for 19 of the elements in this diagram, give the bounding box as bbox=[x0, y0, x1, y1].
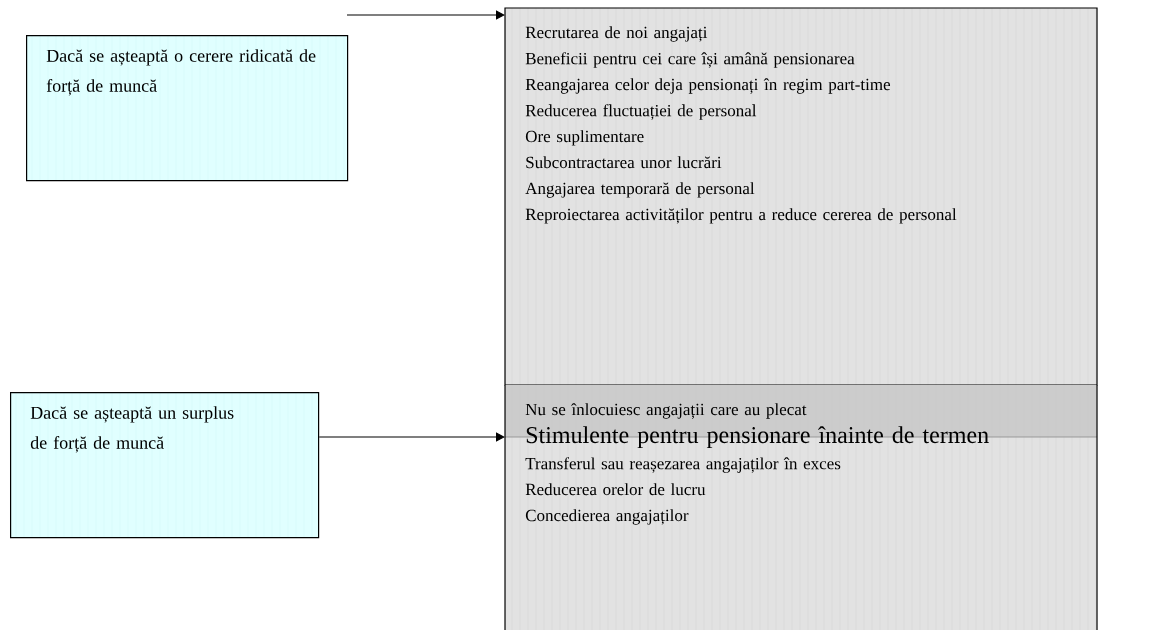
list-item: Reducerea fluctuației de personal bbox=[525, 104, 757, 120]
list-item: Recrutarea de noi angajați bbox=[525, 26, 708, 42]
list-item: Angajarea temporară de personal bbox=[525, 182, 755, 198]
arrow bbox=[318, 432, 505, 442]
list-item: Ore suplimentare bbox=[525, 130, 644, 146]
list-item: Reducerea orelor de lucru bbox=[525, 483, 706, 496]
list-item: Transferul sau reașezarea angajaților în exces bbox=[525, 457, 841, 473]
condition-box: Dacă se așteaptă o cerere ridicată de forță de muncă bbox=[26, 34, 349, 182]
arrow bbox=[346, 10, 505, 20]
list-item: Beneficii pentru cei care își amână pensionarea bbox=[525, 52, 855, 68]
condition-box: Dacă se așteaptă un surplus de forță de muncă bbox=[10, 391, 320, 539]
list-item: Stimulente pentru pensionare înainte de termen bbox=[526, 426, 989, 448]
list-item: Reangajarea celor deja pensionați în regim part-time bbox=[525, 78, 890, 94]
option-panel bbox=[504, 7, 1098, 386]
list-item: Nu se înlocuiesc angajații care au plecat bbox=[525, 403, 807, 419]
list-item: Subcontractarea unor lucrări bbox=[526, 156, 722, 169]
list-item: Reproiectarea activităților pentru a reduce cererea de personal bbox=[525, 208, 957, 224]
list-item: Concedierea angajaților bbox=[525, 509, 689, 525]
option-panel bbox=[504, 384, 1098, 631]
